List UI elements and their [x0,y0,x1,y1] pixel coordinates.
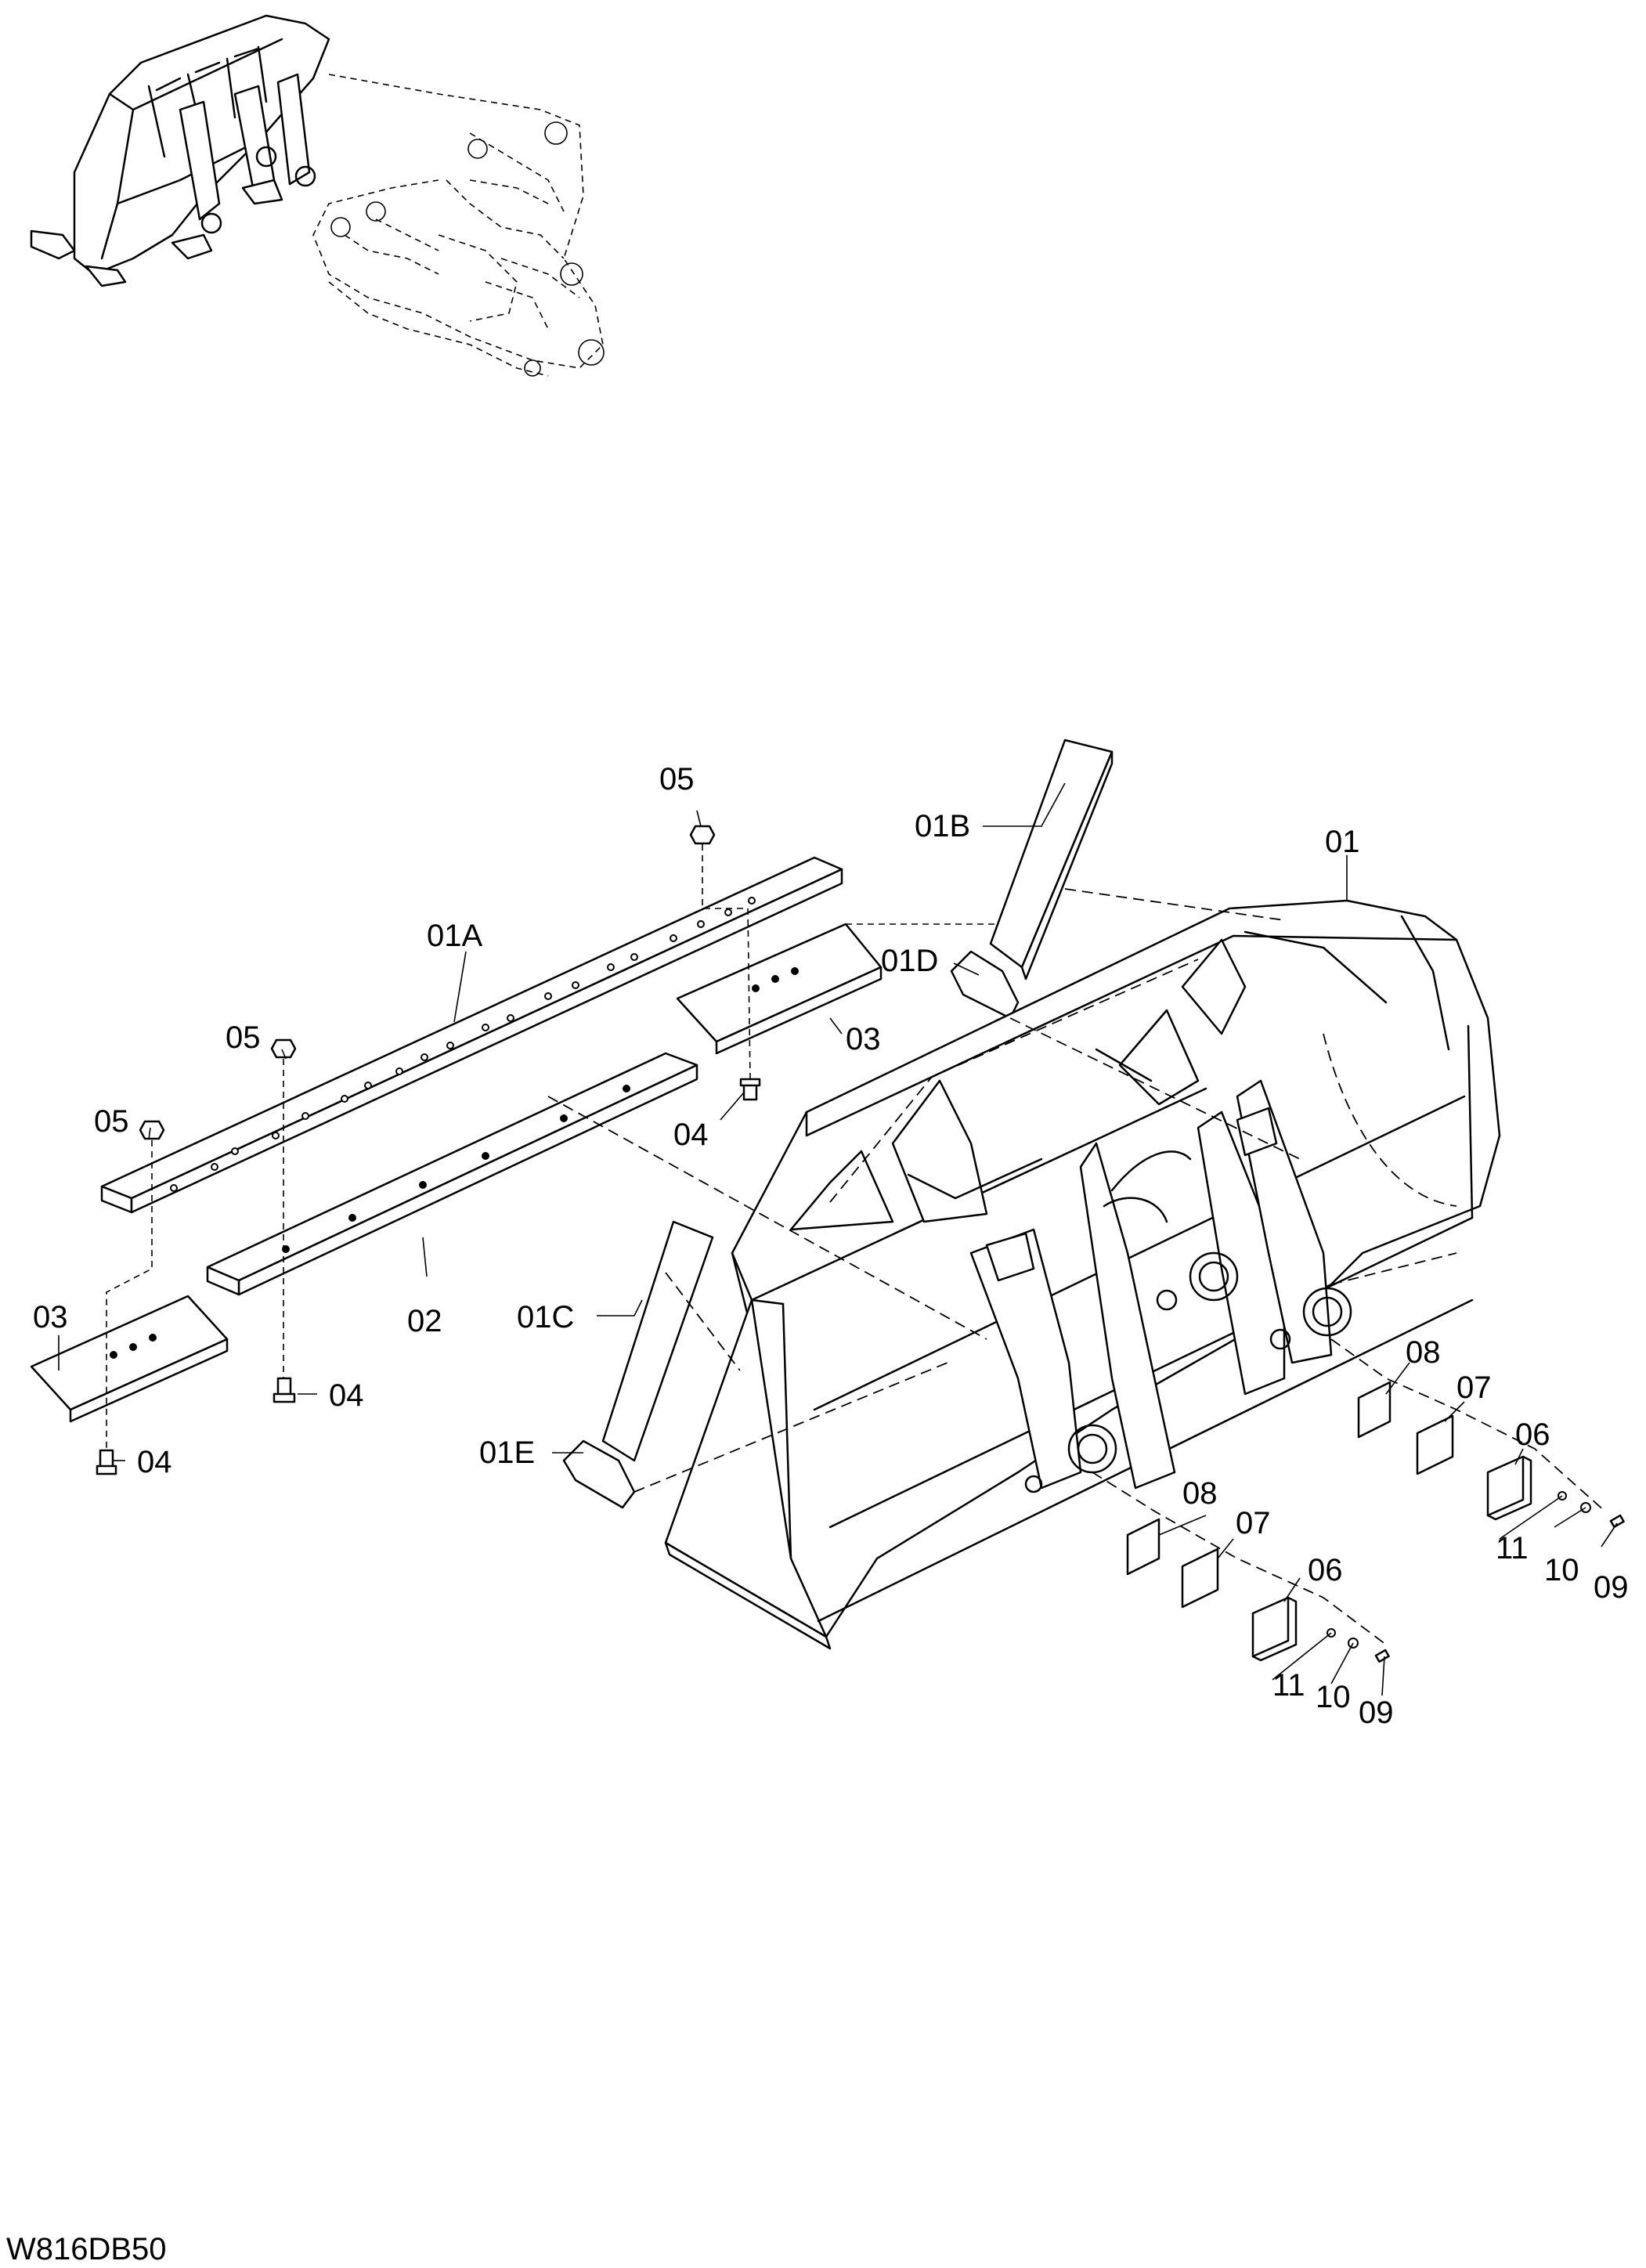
corner-plate-01D [950,950,1020,1020]
callout-10-left: 10 [1316,1680,1351,1714]
callout-11-right: 11 [1496,1531,1529,1566]
callout-02: 02 [407,1304,442,1338]
nut-05-mid [270,1038,297,1059]
callout-labels: 01 01A 01B 01C 01D 01E 02 03 03 04 04 04… [33,762,1629,1730]
bolt-04-left-top [273,1377,296,1403]
nut-05-top [689,825,716,845]
callout-03-left: 03 [33,1300,68,1334]
leader-lines [58,782,1618,1696]
callout-06-left: 06 [1308,1553,1343,1587]
edge-plate-02 [206,1052,698,1296]
callout-01C: 01C [517,1300,574,1334]
side-wear-plate-03-left [30,1295,229,1423]
retainer-06-left [1251,1596,1298,1662]
callout-01E: 01E [479,1436,535,1470]
plate-07-left [1181,1548,1219,1609]
side-plate-01B [989,739,1114,981]
callout-01: 01 [1325,825,1360,859]
callout-07-left: 07 [1236,1506,1271,1540]
callout-09-left: 09 [1359,1696,1394,1730]
callout-05-top: 05 [659,762,695,796]
drawing-reference-code: W816DB50 [6,2232,167,2266]
callout-07-right: 07 [1456,1371,1492,1405]
plate-07-right [1416,1414,1454,1475]
callout-04-left-top: 04 [329,1378,364,1413]
callout-01B: 01B [915,809,970,843]
bucket-body-01 [664,899,1501,1650]
callout-04-mid: 04 [673,1118,709,1152]
callout-05-left: 05 [94,1104,129,1139]
callout-01D: 01D [881,944,938,978]
bolt-09-left [1374,1649,1390,1663]
callout-09-right: 09 [1594,1570,1629,1605]
callout-05-mid: 05 [226,1020,261,1055]
side-plate-01C [601,1220,714,1462]
bolt-04-mid [739,1078,761,1101]
shim-08-right [1357,1381,1392,1439]
bolt-04-left-bottom [96,1449,117,1475]
callout-01A: 01A [427,919,482,953]
cutting-edge-01A [100,856,843,1214]
callout-03-right: 03 [846,1022,881,1056]
side-wear-plate-03-right [676,923,883,1055]
bolt-09-right [1609,1514,1625,1529]
shim-08-left [1126,1518,1161,1576]
callout-08-right: 08 [1406,1335,1441,1370]
callout-10-right: 10 [1544,1553,1579,1587]
nut-05-left [139,1120,165,1140]
key-map-thumbnail [30,14,605,377]
callout-06-right: 06 [1515,1418,1550,1452]
callout-08-left: 08 [1182,1476,1218,1511]
retainer-06-right [1486,1455,1532,1521]
callout-11-left: 11 [1272,1668,1305,1703]
callout-04-left-bottom: 04 [137,1445,172,1479]
